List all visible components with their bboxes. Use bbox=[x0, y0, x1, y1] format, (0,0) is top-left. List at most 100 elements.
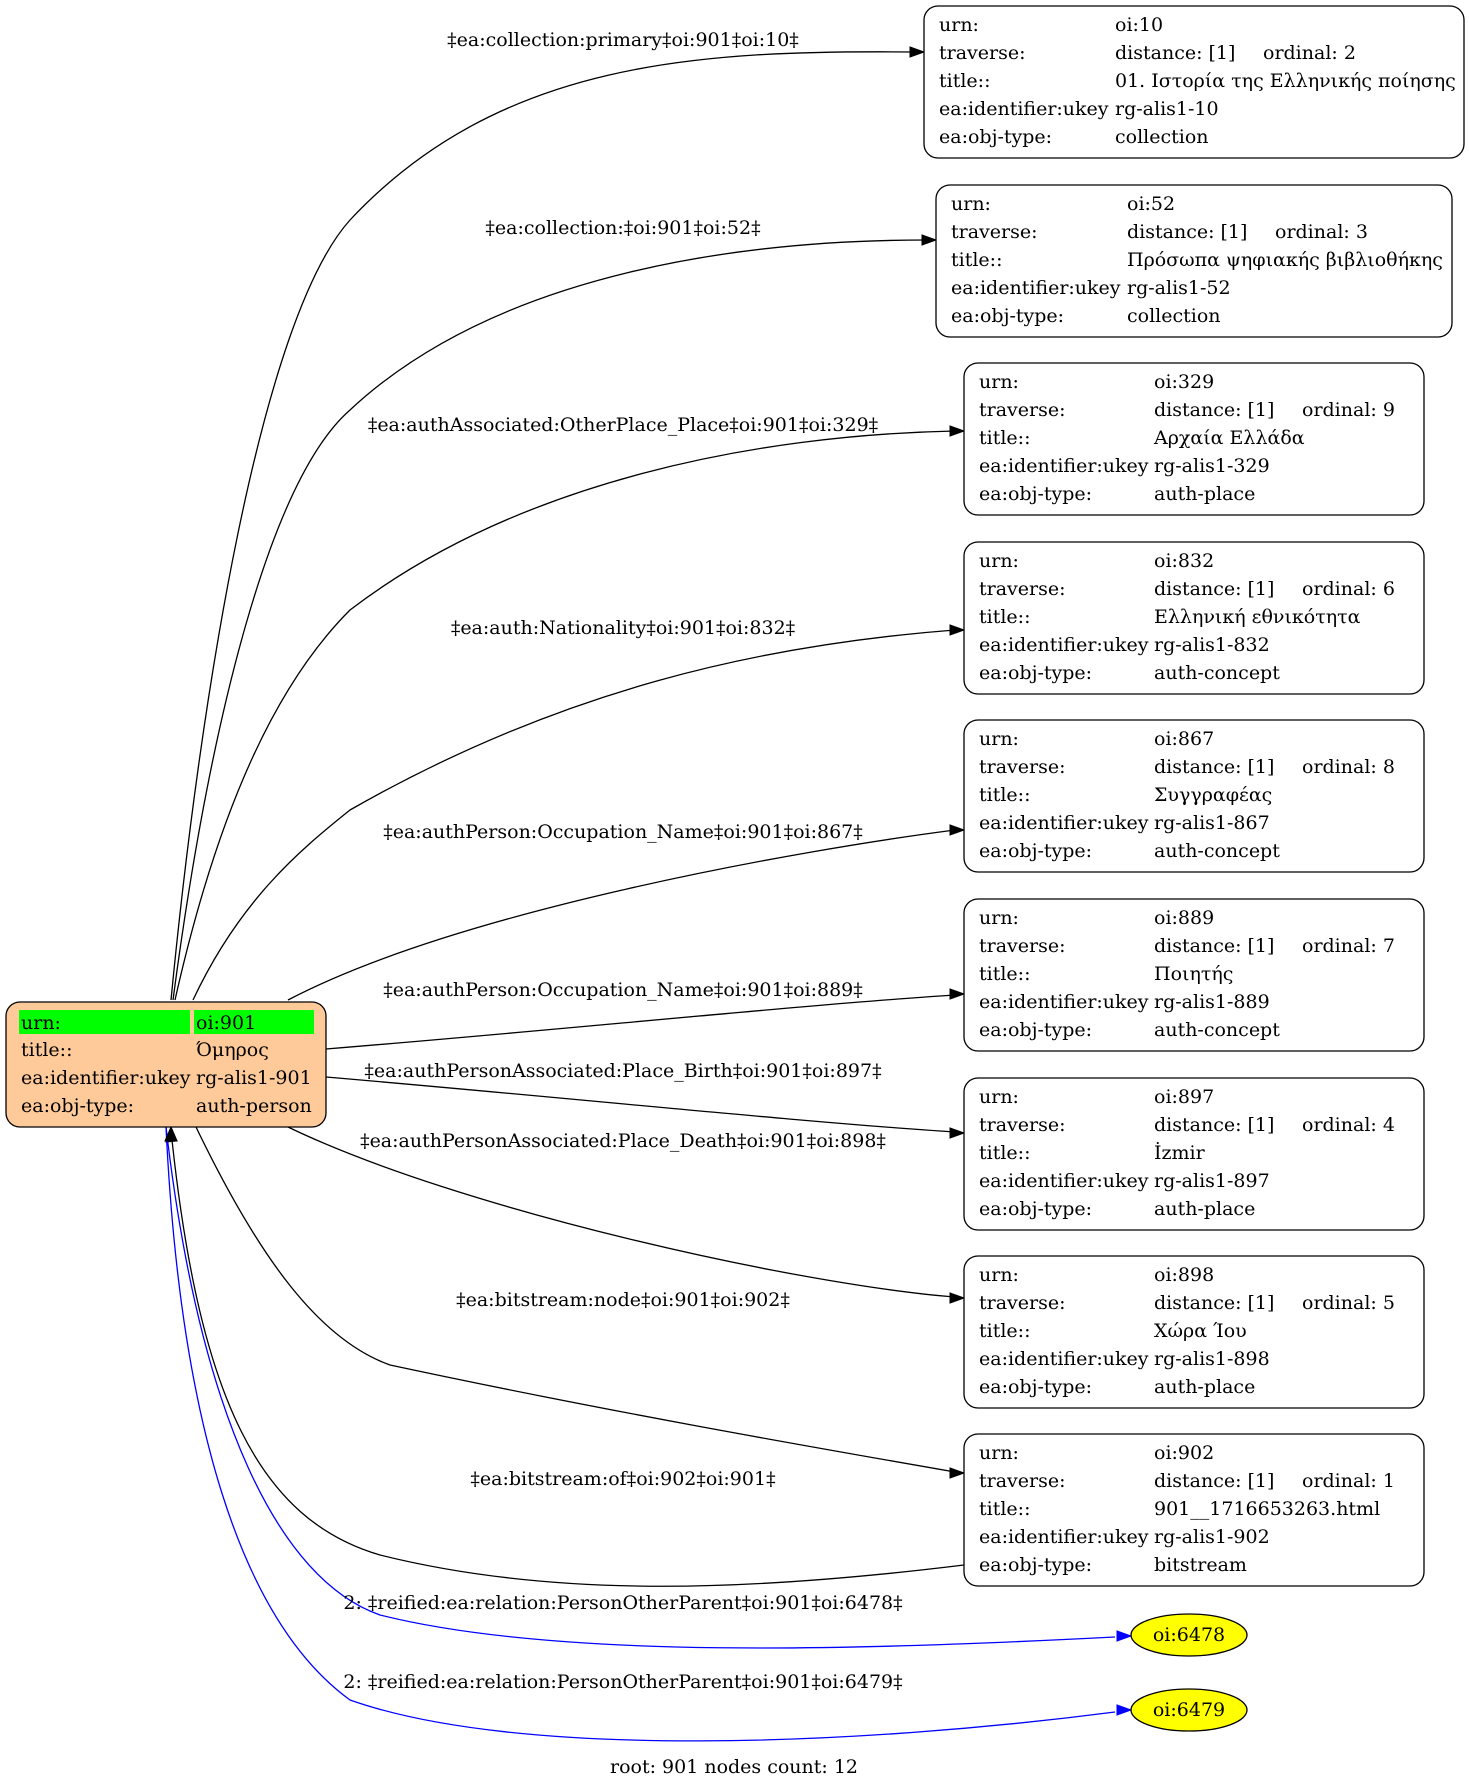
edge-label: ‡ea:auth:Nationality‡oi:901‡oi:832‡ bbox=[451, 617, 795, 639]
node-title-value: Συγγραφέας bbox=[1154, 784, 1272, 806]
edge-to-oi-902 bbox=[195, 1126, 956, 1473]
node-ukey-value: rg-alis1-329 bbox=[1154, 455, 1270, 477]
node-type-key: ea:obj-type: bbox=[979, 483, 1092, 505]
node-urn-value: oi:329 bbox=[1154, 371, 1214, 393]
edge-to-oi-897 bbox=[325, 1076, 956, 1133]
node-traverse-value: distance: [1] bbox=[1154, 399, 1274, 421]
node-ukey-key: ea:identifier:ukey bbox=[979, 634, 1149, 656]
root-ukey-value: rg-alis1-901 bbox=[196, 1067, 312, 1089]
node-ordinal: ordinal: 9 bbox=[1302, 399, 1395, 421]
root-node[interactable]: urn: oi:901 title:: Όμηρος ea:identifier… bbox=[5, 1001, 327, 1128]
edge-to-oi-898 bbox=[287, 1126, 956, 1298]
node-title-key: title:: bbox=[979, 784, 1030, 806]
node-type-value: bitstream bbox=[1154, 1554, 1247, 1576]
root-title-key: title:: bbox=[21, 1039, 72, 1061]
ellipse-node-oi-6479[interactable]: oi:6479 bbox=[1130, 1688, 1248, 1732]
edge-arrowhead bbox=[949, 624, 966, 636]
node-ukey-key: ea:identifier:ukey bbox=[951, 277, 1121, 299]
edge-arrowhead bbox=[949, 824, 966, 836]
edge-arrowhead bbox=[909, 46, 926, 58]
reified-edge-oi-6479 bbox=[165, 1126, 1116, 1742]
node-title-value: Αρχαία Ελλάδα bbox=[1153, 427, 1305, 449]
node-ukey-key: ea:identifier:ukey bbox=[979, 991, 1149, 1013]
edge-arrowhead bbox=[949, 1127, 966, 1139]
node-ukey-value: rg-alis1-52 bbox=[1127, 277, 1231, 299]
node-ordinal: ordinal: 3 bbox=[1275, 221, 1368, 243]
node-type-key: ea:obj-type: bbox=[979, 840, 1092, 862]
node-urn-value: oi:898 bbox=[1154, 1264, 1214, 1286]
root-title-value: Όμηρος bbox=[196, 1039, 269, 1061]
edge-label: ‡ea:authPersonAssociated:Place_Death‡oi:… bbox=[360, 1130, 886, 1152]
node-title-key: title:: bbox=[939, 70, 990, 92]
node-ukey-key: ea:identifier:ukey bbox=[979, 1348, 1149, 1370]
node-ukey-value: rg-alis1-832 bbox=[1154, 634, 1270, 656]
node-title-value: Ποιητής bbox=[1154, 963, 1233, 985]
edge-label: ‡ea:collection:‡oi:901‡oi:52‡ bbox=[485, 217, 760, 239]
node-type-key: ea:obj-type: bbox=[939, 126, 1052, 148]
node-urn-key: urn: bbox=[939, 14, 979, 36]
back-edge-oi902-to-root bbox=[171, 1139, 965, 1587]
edge-to-oi-10 bbox=[170, 51, 916, 1001]
node-traverse-value: distance: [1] bbox=[1154, 1292, 1274, 1314]
node-type-value: auth-concept bbox=[1154, 662, 1280, 684]
node-traverse-value: distance: [1] bbox=[1127, 221, 1247, 243]
edge-arrowhead bbox=[921, 234, 938, 246]
node-urn-key: urn: bbox=[951, 193, 991, 215]
node-title-value: Χώρα Ίου bbox=[1154, 1320, 1247, 1342]
edge-to-oi-329 bbox=[174, 430, 956, 1001]
node-traverse-key: traverse: bbox=[979, 399, 1066, 421]
node-ordinal: ordinal: 7 bbox=[1302, 935, 1395, 957]
node-type-value: auth-concept bbox=[1154, 840, 1280, 862]
node-traverse-key: traverse: bbox=[951, 221, 1038, 243]
node-urn-key: urn: bbox=[979, 1086, 1019, 1108]
reified-edge-arrowhead bbox=[1116, 1704, 1133, 1716]
root-urn-key-highlight bbox=[19, 1010, 190, 1034]
node-traverse-key: traverse: bbox=[979, 1292, 1066, 1314]
node-title-key: title:: bbox=[979, 1142, 1030, 1164]
edge-label: ‡ea:bitstream:node‡oi:901‡oi:902‡ bbox=[456, 1289, 790, 1311]
node-type-key: ea:obj-type: bbox=[979, 1376, 1092, 1398]
node-ordinal: ordinal: 6 bbox=[1302, 578, 1395, 600]
node-traverse-key: traverse: bbox=[979, 935, 1066, 957]
node-urn-value: oi:52 bbox=[1127, 193, 1175, 215]
node-type-key: ea:obj-type: bbox=[979, 1554, 1092, 1576]
node-box bbox=[963, 1077, 1425, 1231]
back-edge-label: ‡ea:bitstream:of‡oi:902‡oi:901‡ bbox=[470, 1468, 775, 1490]
node-type-value: auth-concept bbox=[1154, 1019, 1280, 1041]
edge-to-oi-832 bbox=[192, 629, 956, 1001]
node-type-value: collection bbox=[1127, 305, 1221, 327]
node-urn-value: oi:902 bbox=[1154, 1442, 1214, 1464]
node-traverse-value: distance: [1] bbox=[1154, 935, 1274, 957]
node-type-value: auth-place bbox=[1154, 483, 1255, 505]
node-title-value: 01. Ιστορία της Ελληνικής ποίησης bbox=[1115, 70, 1456, 92]
node-ordinal: ordinal: 8 bbox=[1302, 756, 1395, 778]
node-title-key: title:: bbox=[951, 249, 1002, 271]
node-urn-key: urn: bbox=[979, 1442, 1019, 1464]
node-box bbox=[963, 362, 1425, 516]
node-type-key: ea:obj-type: bbox=[979, 662, 1092, 684]
root-urn-key: urn: bbox=[21, 1012, 61, 1034]
node-traverse-key: traverse: bbox=[939, 42, 1026, 64]
ellipse-node-oi-6478[interactable]: oi:6478 bbox=[1130, 1613, 1248, 1657]
footer-caption: root: 901 nodes count: 12 bbox=[610, 1756, 858, 1778]
node-traverse-value: distance: [1] bbox=[1154, 578, 1274, 600]
edge-label: ‡ea:collection:primary‡oi:901‡oi:10‡ bbox=[447, 29, 799, 51]
node-box bbox=[963, 898, 1425, 1052]
ellipse-label: oi:6478 bbox=[1153, 1624, 1225, 1646]
node-type-value: auth-place bbox=[1154, 1198, 1255, 1220]
ellipse-shape bbox=[1130, 1688, 1248, 1732]
node-title-value: İzmir bbox=[1154, 1141, 1206, 1164]
node-ordinal: ordinal: 4 bbox=[1302, 1114, 1395, 1136]
root-type-value: auth-person bbox=[196, 1095, 312, 1117]
edge-label: ‡ea:authAssociated:OtherPlace_Place‡oi:9… bbox=[368, 414, 878, 436]
